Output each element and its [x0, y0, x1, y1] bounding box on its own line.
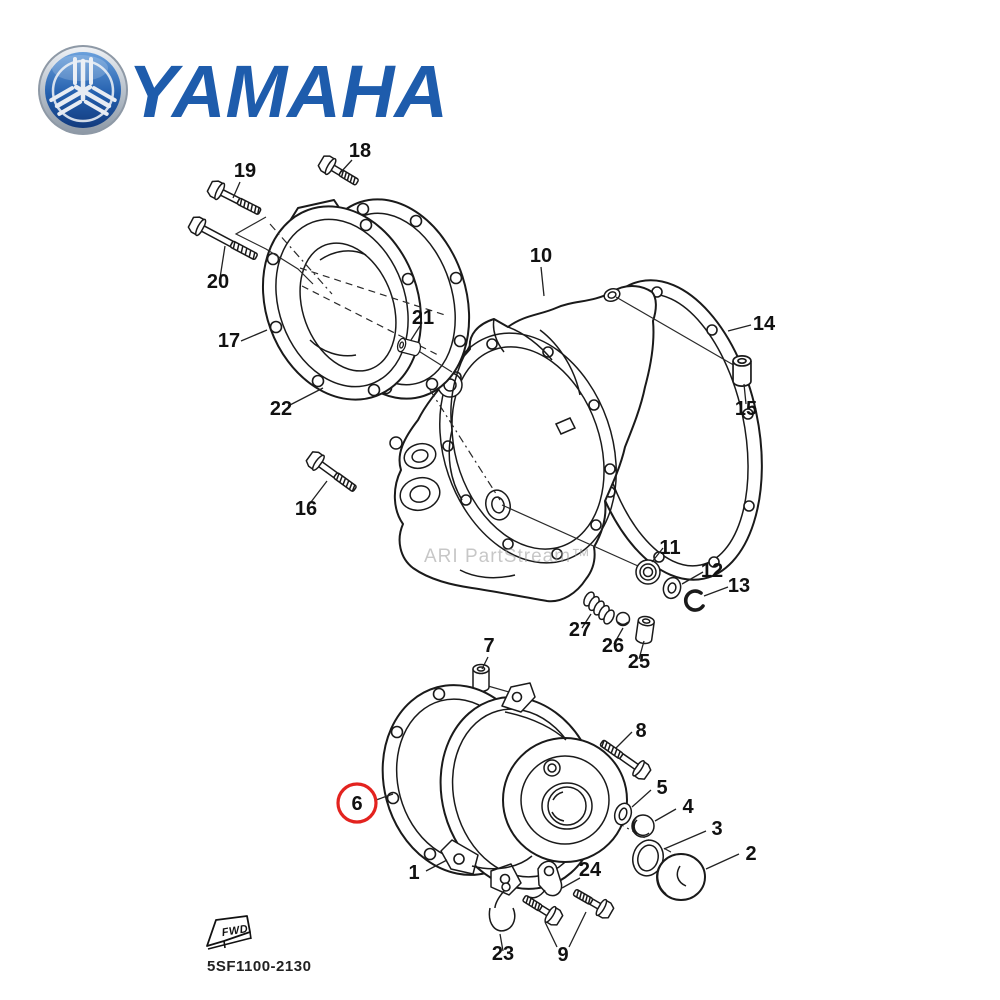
callout-22[interactable]: 22 — [270, 398, 292, 420]
fwd-arrow-label: FWD — [221, 923, 249, 939]
crankcase-10-shape — [389, 285, 657, 603]
callout-12[interactable]: 12 — [701, 560, 723, 582]
bolt-16-shape — [303, 448, 361, 498]
callout-23[interactable]: 23 — [492, 943, 514, 965]
yamaha-wordmark: YAMAHA — [128, 50, 448, 133]
callout-18[interactable]: 18 — [349, 140, 371, 162]
dowel-7-shape — [472, 663, 490, 693]
selected-callout-ring — [336, 782, 378, 824]
callout-8[interactable]: 8 — [635, 720, 646, 742]
callout-2[interactable]: 2 — [745, 843, 756, 865]
cover-1-shape — [439, 682, 628, 896]
leader-lines — [219, 159, 752, 952]
callout-9[interactable]: 9 — [557, 944, 568, 966]
callout-3[interactable]: 3 — [711, 818, 722, 840]
callout-1[interactable]: 1 — [408, 862, 419, 884]
callout-15[interactable]: 15 — [735, 398, 757, 420]
diagram-code: 5SF1100-2130 — [207, 958, 311, 975]
callout-4[interactable]: 4 — [682, 796, 694, 818]
bearing-11-shape — [635, 559, 661, 585]
bolt-9a-shape — [518, 889, 566, 929]
watermark: ARI PartStream™ — [424, 546, 591, 567]
callout-11[interactable]: 11 — [659, 537, 680, 559]
spring-27-shape — [583, 591, 615, 625]
cap-2-shape — [656, 853, 706, 901]
callout-5[interactable]: 5 — [656, 777, 667, 799]
callout-20[interactable]: 20 — [207, 271, 229, 293]
callout-17[interactable]: 17 — [218, 330, 240, 352]
dowel-15-shape — [732, 355, 752, 387]
yamaha-tuning-forks-icon — [38, 45, 128, 135]
fwd-arrow: FWD — [206, 915, 252, 950]
callout-10[interactable]: 10 — [530, 245, 552, 267]
clamp-24-shape — [526, 860, 563, 899]
bolt-9b-shape — [569, 883, 617, 922]
callout-25[interactable]: 25 — [628, 651, 650, 673]
callout-13[interactable]: 13 — [728, 575, 750, 597]
callout-14[interactable]: 14 — [753, 313, 776, 335]
circlip-13-shape — [683, 589, 705, 612]
callout-19[interactable]: 19 — [234, 160, 256, 182]
callouts: 1 2 3 4 5 6 7 8 9 10 11 12 13 14 15 16 1… — [207, 140, 776, 966]
washer-12-shape — [662, 576, 682, 600]
plug-4-shape — [631, 814, 655, 838]
construction-lines — [234, 216, 738, 869]
bushing-25-shape — [634, 614, 656, 646]
clamp-23-shape — [488, 882, 516, 932]
callout-26[interactable]: 26 — [602, 635, 624, 657]
ball-26-shape — [615, 611, 631, 627]
callout-7[interactable]: 7 — [483, 635, 494, 657]
callout-21[interactable]: 21 — [412, 307, 434, 329]
bolt-19-shape — [205, 177, 265, 221]
callout-6[interactable]: 6 — [351, 793, 362, 815]
cover-17-shape — [261, 199, 423, 401]
callout-16[interactable]: 16 — [295, 498, 317, 520]
callout-24[interactable]: 24 — [579, 859, 602, 881]
callout-27[interactable]: 27 — [569, 619, 591, 641]
oring-5-shape — [613, 802, 633, 826]
yamaha-logo: YAMAHA — [38, 45, 448, 135]
